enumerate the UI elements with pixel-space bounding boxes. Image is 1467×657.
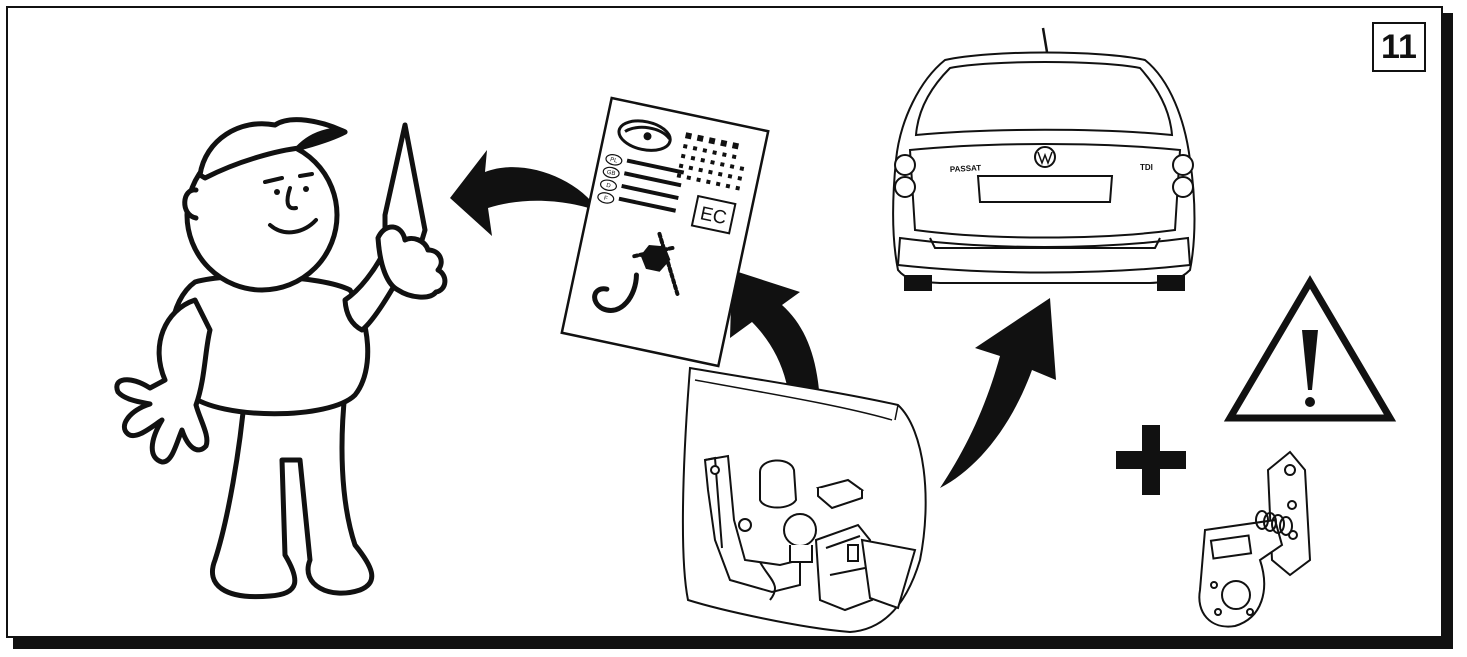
bracket-spring <box>1255 510 1293 536</box>
certificate-country-codes <box>597 154 623 204</box>
mechanic-legs <box>210 389 375 600</box>
curved-arrow-icon <box>450 150 600 236</box>
bag-small-part <box>815 478 865 510</box>
bracket-socket-hole <box>1221 580 1251 610</box>
mechanic-eyebrow-right <box>298 172 314 178</box>
mechanic-mouth <box>268 218 318 235</box>
car-bumper <box>896 236 1192 274</box>
mechanic-left-arm <box>114 297 213 465</box>
mechanic-cap-brim <box>295 127 348 151</box>
towbar-kit-bag-icon <box>681 366 927 634</box>
car-antenna <box>1041 27 1049 53</box>
ec-mark-box <box>690 194 737 235</box>
country-code-f: F <box>603 196 608 203</box>
bag-cable <box>759 561 776 601</box>
plus-icon <box>1116 425 1186 495</box>
car-badge-tdi: TDI <box>1140 163 1153 172</box>
mounting-bracket-icon <box>1198 450 1312 628</box>
certificate-dot-grid <box>676 132 745 191</box>
car-rear-window <box>914 61 1174 137</box>
bag-socket-connector <box>814 523 874 612</box>
certificate-icon: PL GB D F EC <box>560 96 770 368</box>
mechanic-ear <box>182 187 199 221</box>
bag-tow-ball <box>783 513 817 563</box>
country-code-gb: GB <box>606 170 616 178</box>
certificate-text-lines <box>618 158 685 213</box>
mechanic-nose <box>285 186 298 211</box>
mechanic-figure <box>114 117 448 600</box>
car-tail-lights <box>894 154 1194 198</box>
country-code-pl: PL <box>609 157 618 165</box>
country-code-d: D <box>606 183 612 190</box>
car-badge-passat: PASSAT <box>950 163 982 174</box>
car-rear-icon <box>892 27 1196 291</box>
mechanic-eye <box>274 189 280 195</box>
curved-arrow-icon <box>940 298 1056 488</box>
certificate-towbar-ball <box>640 244 671 272</box>
mechanic-eye-right <box>303 186 309 192</box>
mechanic-eyebrow <box>263 176 284 184</box>
bag-hitch-arm <box>703 454 801 594</box>
bag-plate <box>860 538 917 610</box>
car-license-plate <box>976 175 1114 203</box>
warning-triangle-icon <box>1223 275 1397 422</box>
step-number: 11 <box>1372 22 1426 72</box>
bag-ball-cap <box>759 459 798 509</box>
mechanic-hand <box>375 224 448 300</box>
